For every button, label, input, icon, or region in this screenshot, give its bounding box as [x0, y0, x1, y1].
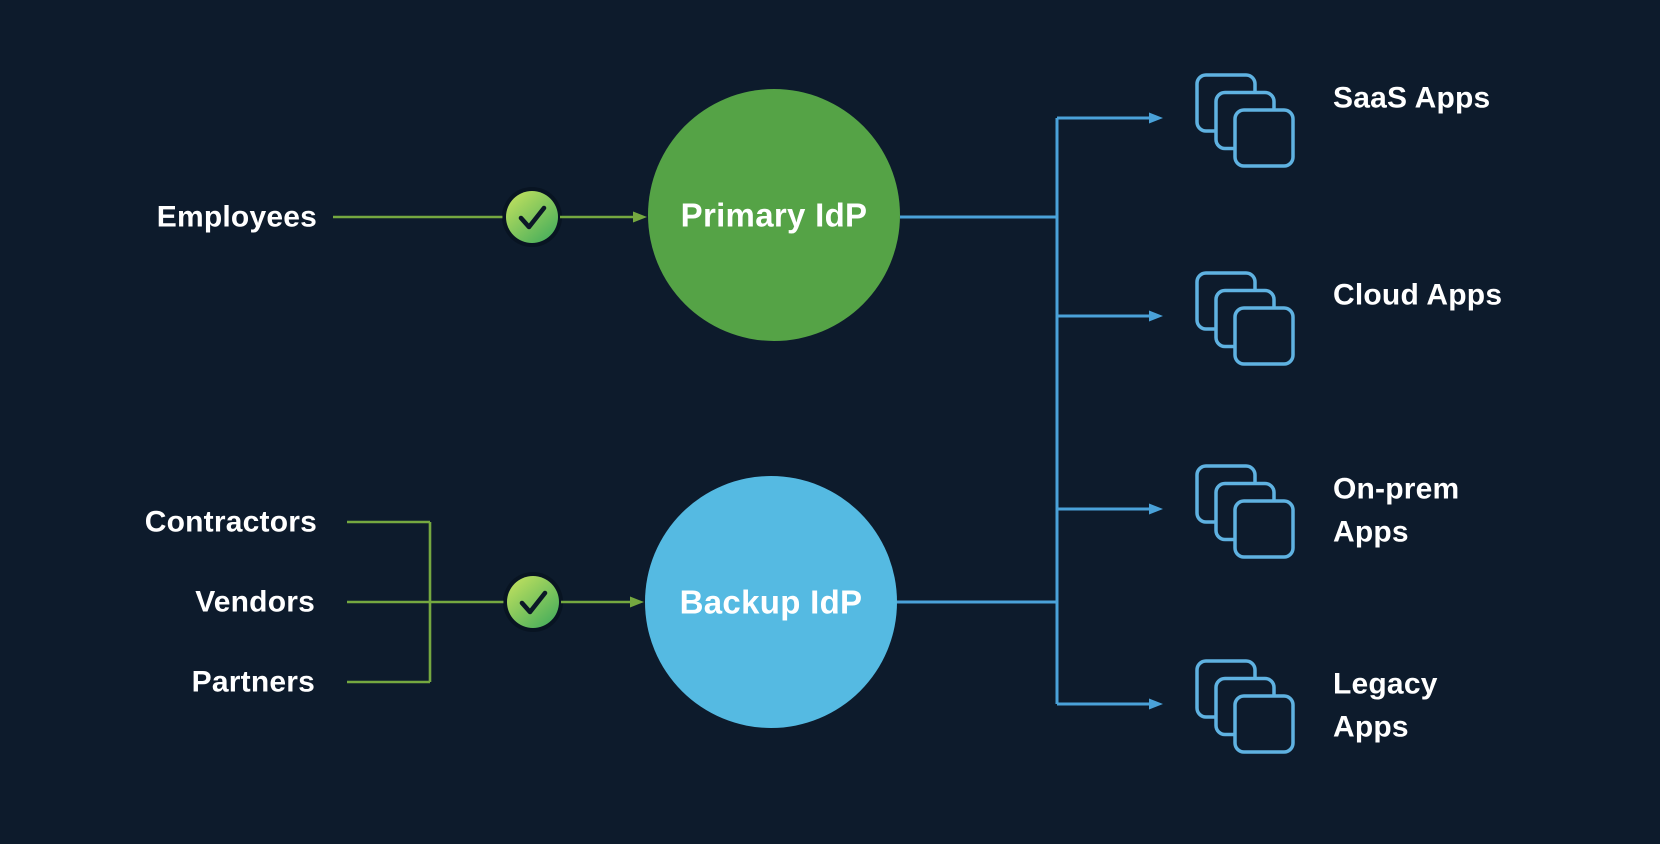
primary-checkmark-icon	[502, 187, 562, 247]
legacy-apps-stack-icon	[1195, 659, 1295, 754]
backup-idp-label: Backup IdP	[680, 584, 863, 621]
backup-checkmark-icon	[503, 572, 563, 632]
primary-idp-label: Primary IdP	[681, 197, 868, 234]
partners-label: Partners	[192, 666, 315, 699]
cloud-apps-stack-icon	[1195, 271, 1295, 366]
primary-idp-node	[648, 89, 900, 341]
employees-label: Employees	[157, 201, 317, 234]
saas-apps-stack-icon	[1195, 73, 1295, 168]
backup-idp-node	[645, 476, 897, 728]
check-badge-circle	[507, 576, 559, 628]
legacy-apps-label-line2: Apps	[1333, 711, 1409, 744]
saas-apps-label: SaaS Apps	[1333, 82, 1490, 115]
checkmark-glyph	[518, 205, 547, 230]
on-prem-apps-stack-icon	[1195, 464, 1295, 559]
vendors-label: Vendors	[195, 586, 315, 619]
backup-sources-bracket	[347, 520, 504, 684]
legacy-apps-label: Legacy	[1333, 668, 1438, 701]
on-prem-apps-label: On-prem	[1333, 473, 1459, 506]
contractors-label: Contractors	[145, 506, 317, 539]
checkmark-glyph	[519, 590, 548, 615]
on-prem-apps-label-line2: Apps	[1333, 516, 1409, 549]
cloud-apps-label: Cloud Apps	[1333, 279, 1502, 312]
check-badge-circle	[506, 191, 558, 243]
